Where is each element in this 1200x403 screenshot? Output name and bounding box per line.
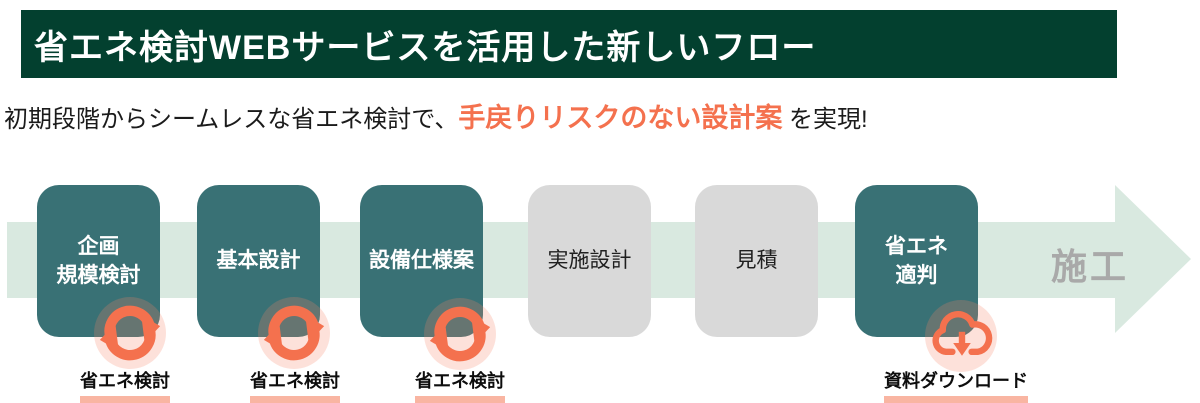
cloud-download-icon [925, 300, 997, 372]
review-label-text: 省エネ検討 [80, 371, 170, 391]
flow-arrow-head [1115, 185, 1191, 333]
flow-step-detailed-design: 実施設計 [528, 185, 651, 337]
refresh-icon [94, 297, 166, 369]
review-label: 省エネ検討 [409, 367, 511, 403]
flow-step-label: 基本設計 [216, 249, 301, 273]
lead-prefix: 初期段階からシームレスな省エネ検討で、 [4, 106, 459, 133]
refresh-icon [258, 297, 330, 369]
flow-step-label: 規模検討 [56, 264, 141, 287]
flow-step-label: 実施設計 [547, 249, 632, 273]
refresh-icon [424, 298, 496, 370]
flow-step-label: 適判 [895, 264, 938, 287]
flow-end-label: 施工 [1050, 246, 1129, 287]
flow-step-label: 見積 [735, 249, 778, 273]
download-label-text: 資料ダウンロード [884, 371, 1028, 391]
flow-step-label: 企画 [77, 234, 120, 258]
page-title-text: 省エネ検討WEBサービスを活用した新しいフロー [34, 28, 817, 67]
lead-sentence: 初期段階からシームレスな省エネ検討で、手戻りリスクのない設計案 を実現! [4, 96, 1194, 135]
review-label-text: 省エネ検討 [415, 371, 505, 391]
flow-step-label: 省エネ [885, 234, 948, 258]
review-label-text: 省エネ検討 [250, 371, 340, 391]
review-label: 省エネ検討 [74, 367, 176, 403]
lead-suffix: を実現! [782, 106, 868, 133]
flow-step-estimate: 見積 [695, 185, 818, 337]
review-label: 省エネ検討 [244, 367, 346, 403]
lead-highlight: 手戻りリスクのない設計案 [458, 103, 783, 133]
flow-step-label: 設備仕様案 [369, 249, 474, 273]
page-title: 省エネ検討WEBサービスを活用した新しいフロー [21, 10, 1117, 78]
download-label: 資料ダウンロード [878, 367, 1034, 403]
